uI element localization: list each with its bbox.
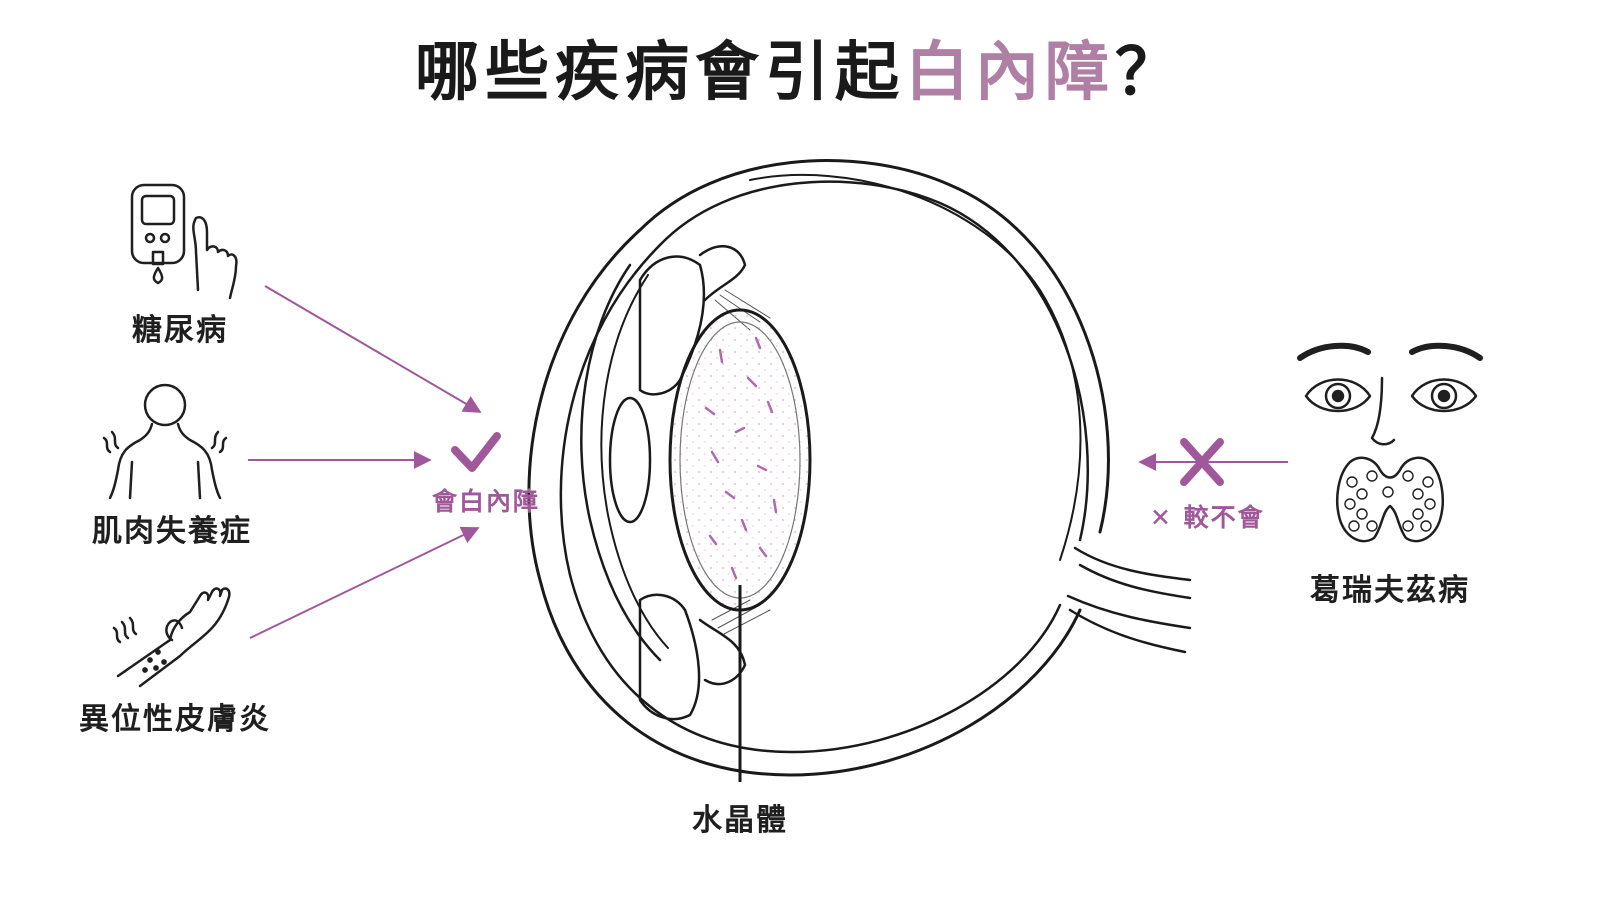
ciliary-upper <box>698 245 747 302</box>
title-highlight: 白內障 <box>905 36 1115 110</box>
pupil-lens <box>608 396 652 524</box>
body-tremor-icon <box>102 383 228 500</box>
sclera-inner <box>559 180 1090 754</box>
muscular-dystrophy-label: 肌肉失養症 <box>92 514 252 549</box>
iris-lower <box>638 593 701 721</box>
cross-icon <box>1180 438 1224 486</box>
eye-illustration <box>527 159 1192 777</box>
cornea <box>580 263 662 662</box>
itchy-arm-icon <box>112 587 231 688</box>
retina-line <box>749 173 1082 561</box>
title-suffix: ？ <box>1115 36 1185 110</box>
graves-disease-label: 葛瑞夫茲病 <box>1310 573 1470 608</box>
page-title: 哪些疾病會引起白內障？ <box>0 28 1600 118</box>
will-cause-label: 會白內障 <box>432 487 541 516</box>
check-icon <box>451 432 501 472</box>
lens <box>668 308 812 612</box>
lens-label: 水晶體 <box>692 803 788 838</box>
cornea-inner <box>600 274 669 649</box>
glucose-meter-icon <box>130 183 238 300</box>
diabetes-label: 糖尿病 <box>132 313 228 348</box>
title-prefix: 哪些疾病會引起 <box>415 36 905 110</box>
sclera-outer <box>527 159 1110 777</box>
optic-nerve <box>1066 546 1192 654</box>
bulging-eyes-thyroid-icon <box>1297 342 1483 543</box>
less-likely-label: ✕ 較不會 <box>1150 498 1265 534</box>
ciliary-lower <box>698 618 747 686</box>
less-likely-text: 較不會 <box>1183 503 1265 532</box>
less-likely-x-icon: ✕ <box>1150 503 1184 532</box>
iris-upper <box>638 255 706 396</box>
cataract-flecks <box>704 336 778 580</box>
arrow-dermatitis <box>249 526 480 639</box>
atopic-dermatitis-label: 異位性皮膚炎 <box>79 702 271 737</box>
arrow-diabetes <box>264 285 482 413</box>
